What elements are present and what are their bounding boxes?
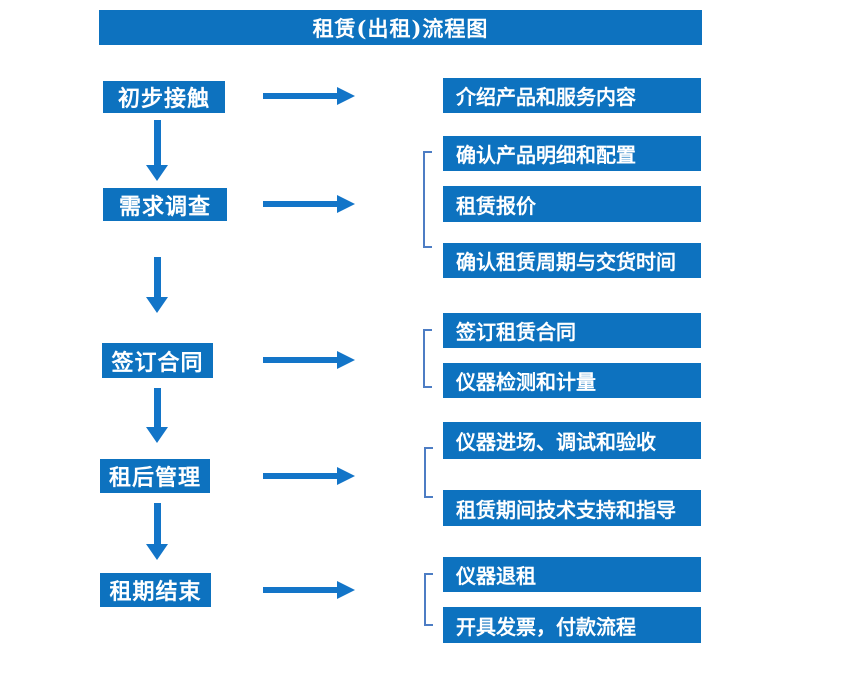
detail-box-introduce-products: 介绍产品和服务内容 [443,78,701,113]
arrow-shaft [263,473,337,479]
detail-box-instrument-return: 仪器退租 [443,557,701,592]
group-bracket-post-rental [424,447,433,498]
step-box-sign-contract: 签订合同 [102,343,213,378]
detail-box-confirm-product-config: 确认产品明细和配置 [443,136,701,171]
detail-box-rental-quote: 租赁报价 [443,186,701,222]
detail-box-sign-rental-contract: 签订租赁合同 [443,313,701,348]
right-arrow-1 [263,87,355,105]
detail-box-instrument-setup-acceptance: 仪器进场、调试和验收 [443,422,701,459]
arrow-shaft [263,587,337,593]
detail-box-invoice-payment: 开具发票，付款流程 [443,607,701,643]
down-arrow-1 [146,120,168,181]
down-arrow-3 [146,388,168,443]
group-bracket-sign-contract [423,329,432,388]
step-box-lease-end: 租期结束 [100,573,211,607]
down-arrow-4 [146,503,168,560]
arrow-head-icon [146,427,168,443]
arrow-shaft [263,357,337,363]
step-box-initial-contact: 初步接触 [103,81,225,113]
flowchart-title: 租赁(出租)流程图 [99,10,702,45]
arrow-head-icon [146,165,168,181]
right-arrow-5 [263,581,355,599]
down-arrow-2 [146,257,168,313]
arrow-shaft [153,120,161,165]
arrow-head-icon [337,581,355,599]
arrow-shaft [263,93,337,99]
step-box-post-rental-management: 租后管理 [100,459,210,493]
detail-box-confirm-period-delivery: 确认租赁周期与交货时间 [443,243,701,278]
arrow-head-icon [337,467,355,485]
right-arrow-4 [263,467,355,485]
detail-box-instrument-inspection: 仪器检测和计量 [443,363,701,398]
arrow-shaft [263,201,337,207]
arrow-shaft [153,503,161,544]
arrow-head-icon [146,297,168,313]
arrow-head-icon [337,87,355,105]
right-arrow-3 [263,351,355,369]
arrow-head-icon [337,351,355,369]
right-arrow-2 [263,195,355,213]
group-bracket-demand-survey [423,151,432,248]
arrow-head-icon [146,544,168,560]
detail-box-technical-support: 租赁期间技术支持和指导 [443,490,701,526]
group-bracket-lease-end [424,573,433,626]
arrow-shaft [153,257,161,297]
step-box-demand-survey: 需求调查 [103,188,227,221]
arrow-head-icon [337,195,355,213]
arrow-shaft [153,388,161,427]
